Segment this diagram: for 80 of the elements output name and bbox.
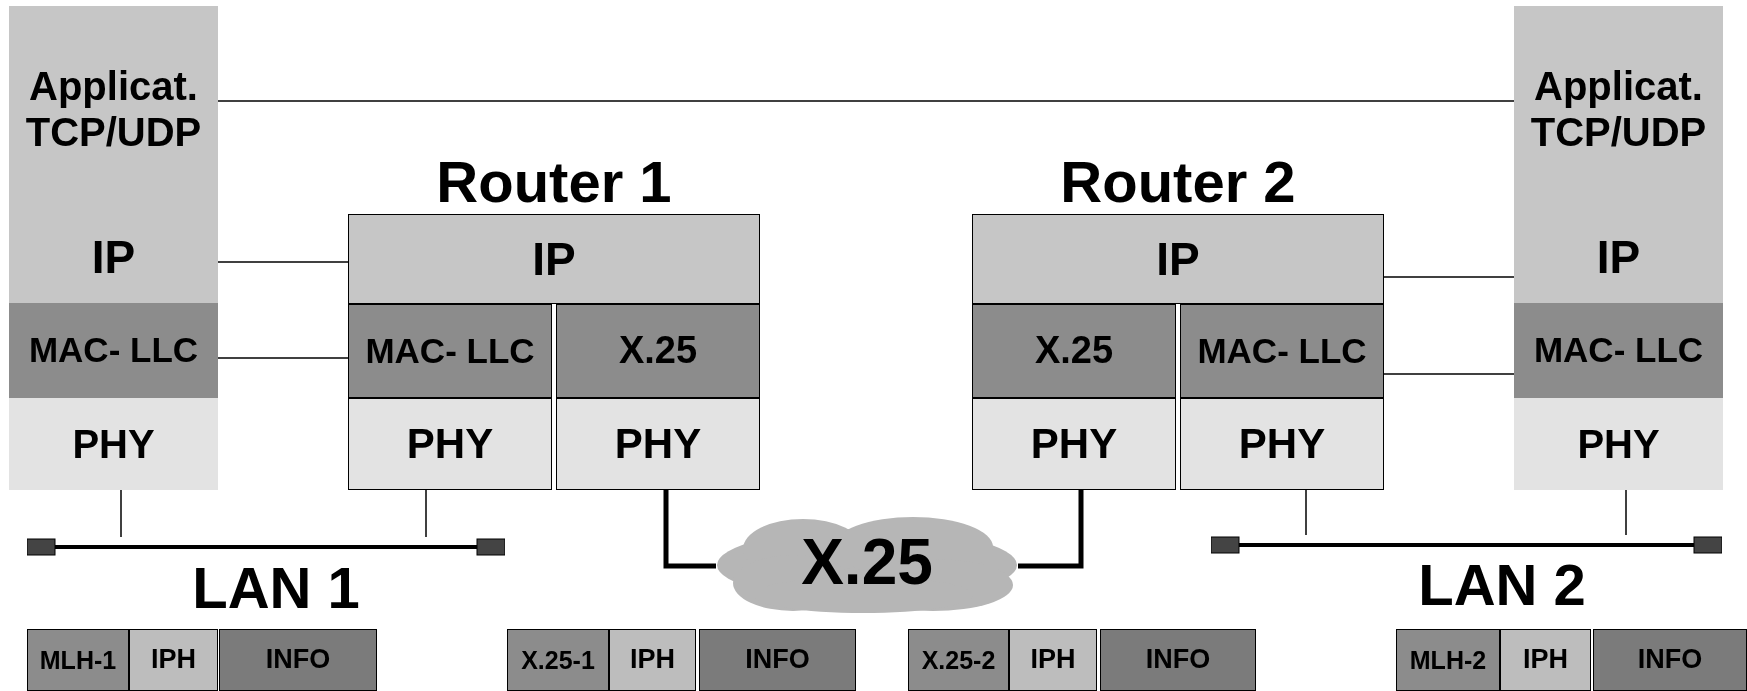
protocol-layer-box (348, 214, 760, 304)
protocol-layer-box (1514, 303, 1723, 398)
connector-line (663, 490, 716, 569)
layer-label: MAC- LLC (28, 330, 199, 371)
lan-bus-drawing (1211, 535, 1722, 555)
layer-label: PHY (1238, 419, 1326, 469)
layer-label: PHY (1577, 421, 1660, 467)
layer-label: MLH-2 (1409, 645, 1487, 675)
connector-line (1625, 489, 1627, 536)
layer-label: MLH-1 (39, 645, 117, 675)
layer-label: PHY (72, 421, 155, 467)
protocol-layer-box (699, 629, 856, 691)
protocol-layer-box (9, 212, 218, 303)
layer-label: IP (532, 232, 576, 286)
layer-label: X.25 (1034, 329, 1114, 373)
layer-label: IPH (151, 644, 196, 676)
network-name: LAN 1 (192, 559, 360, 617)
layer-label: TCP/UDP (25, 109, 202, 155)
connector-line (217, 357, 349, 359)
layer-label: IPH (1030, 644, 1076, 676)
layer-label: X.25 (801, 526, 933, 600)
protocol-layer-box (1009, 629, 1097, 691)
layer-label: INFO (1637, 644, 1703, 676)
protocol-layer-box (348, 304, 552, 398)
layer-label: INFO (265, 644, 331, 676)
protocol-layer-box (27, 629, 129, 691)
protocol-layer-box (556, 304, 760, 398)
layer-label: MAC- LLC (365, 330, 535, 372)
connector-line (425, 489, 427, 538)
protocol-layer-box (1514, 398, 1723, 490)
protocol-layer-box (908, 629, 1009, 691)
network-name: LAN 2 (1418, 556, 1586, 614)
layer-label: Applicat. (29, 63, 198, 109)
protocol-layer-box (972, 304, 1176, 398)
protocol-layer-box (1396, 629, 1500, 691)
protocol-layer-box (1593, 629, 1747, 691)
connector-line (120, 489, 122, 538)
protocol-layer-box (507, 629, 609, 691)
layer-label: IPH (630, 644, 675, 676)
connector-line (217, 261, 349, 263)
router-heading: Router 2 (1060, 153, 1296, 211)
layer-label: IP (1596, 231, 1641, 284)
protocol-layer-box (972, 398, 1176, 490)
connector-line (1383, 373, 1515, 375)
connector-line (1018, 490, 1084, 569)
protocol-layer-box (972, 214, 1384, 304)
layer-label: X.25 (618, 329, 698, 373)
layer-label: PHY (614, 419, 702, 469)
layer-label: MAC- LLC (1533, 330, 1704, 371)
connector-line (1305, 489, 1307, 536)
connector-line (1383, 276, 1515, 278)
protocol-layer-box (609, 629, 696, 691)
connector-line (217, 100, 1515, 102)
layer-label: PHY (406, 419, 494, 469)
protocol-layer-box (1100, 629, 1256, 691)
protocol-layer-box (1500, 629, 1591, 691)
layer-label: TCP/UDP (1530, 109, 1707, 155)
protocol-layer-box (1514, 6, 1723, 212)
protocol-layer-box (1180, 398, 1384, 490)
protocol-layer-box (219, 629, 377, 691)
layer-label: MAC- LLC (1197, 330, 1367, 372)
layer-label: INFO (1145, 644, 1211, 676)
protocol-layer-box (348, 398, 552, 490)
router-heading: Router 1 (436, 153, 672, 211)
protocol-layer-box (9, 303, 218, 398)
protocol-layer-box (9, 398, 218, 490)
layer-label: PHY (1030, 419, 1118, 469)
layer-label: X.25-2 (921, 645, 996, 675)
layer-label: X.25-1 (521, 645, 595, 675)
protocol-layer-box (556, 398, 760, 490)
layer-label: INFO (745, 644, 810, 676)
layer-label: IPH (1523, 644, 1568, 676)
protocol-layer-box (9, 6, 218, 212)
protocol-layer-box (1514, 212, 1723, 303)
protocol-layer-box (129, 629, 218, 691)
layer-label: IP (91, 231, 136, 284)
protocol-layer-box (1180, 304, 1384, 398)
layer-label: Applicat. (1534, 63, 1703, 109)
lan-bus-drawing (27, 537, 505, 557)
layer-label: IP (1156, 232, 1200, 286)
